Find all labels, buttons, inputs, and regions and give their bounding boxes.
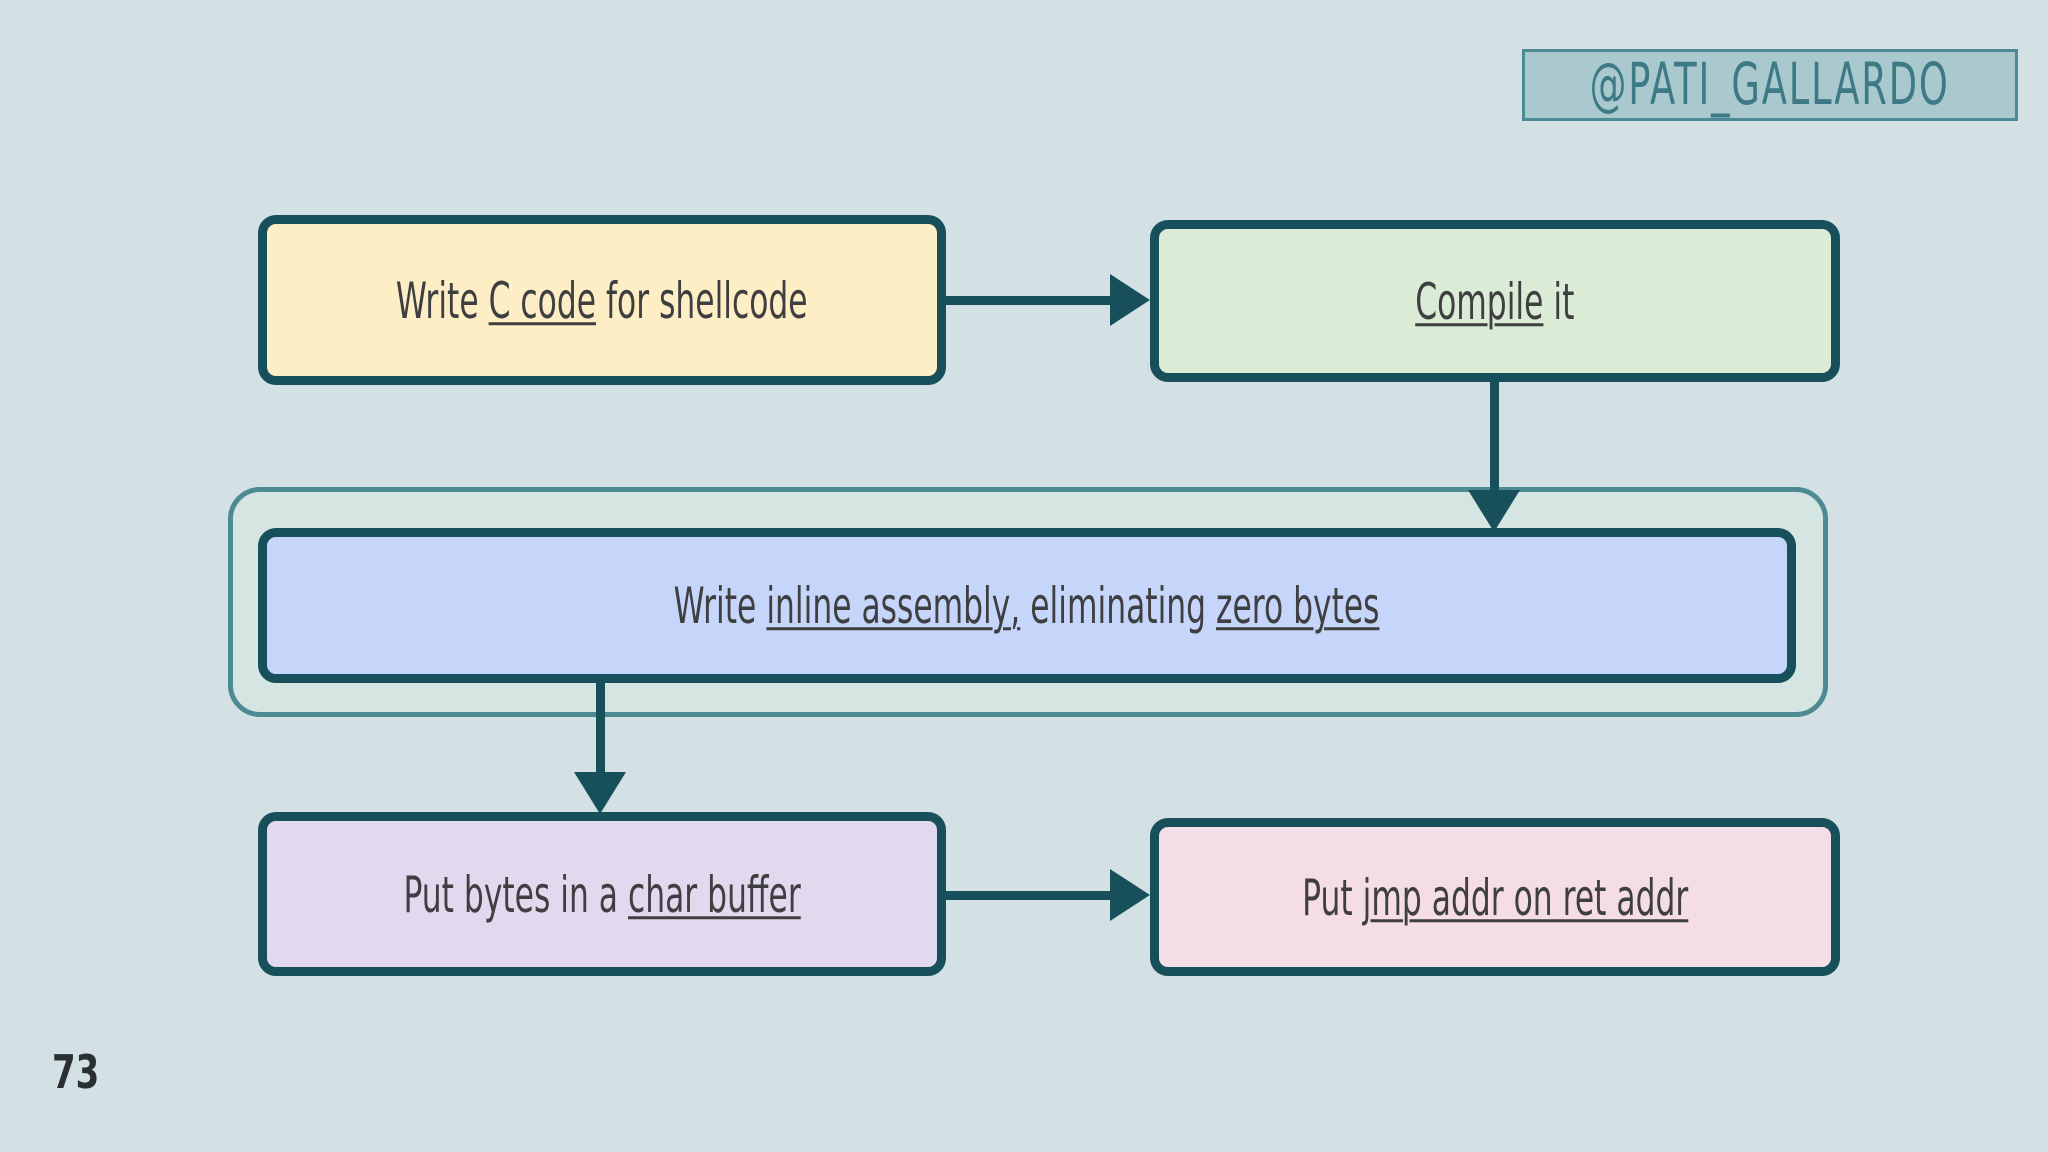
arrow-right-icon	[1110, 274, 1150, 326]
page-number: 73	[52, 1046, 100, 1100]
flow-node-c-code-label: Write C code for shellcode	[396, 270, 808, 330]
flow-node-char-buffer[interactable]: Put bytes in a char buffer	[258, 812, 946, 976]
flow-node-inline-assembly[interactable]: Write inline assembly, eliminating zero …	[258, 528, 1796, 683]
arrow-down-icon	[574, 772, 626, 814]
arrow-down-icon	[1468, 490, 1520, 532]
connector-char-buffer-to-jmp-addr-line	[946, 891, 1112, 900]
flow-node-jmp-addr[interactable]: Put jmp addr on ret addr	[1150, 818, 1840, 976]
arrow-right-icon	[1110, 869, 1150, 921]
connector-inline-assembly-to-char-buffer-line	[596, 683, 605, 783]
flow-node-c-code[interactable]: Write C code for shellcode	[258, 215, 946, 385]
flow-node-compile[interactable]: Compile it	[1150, 220, 1840, 382]
flow-node-inline-assembly-label: Write inline assembly, eliminating zero …	[674, 576, 1380, 635]
connector-compile-to-inline-assembly-line	[1490, 382, 1499, 502]
flow-node-char-buffer-label: Put bytes in a char buffer	[403, 864, 801, 924]
flow-node-compile-label: Compile it	[1415, 271, 1575, 331]
flow-node-jmp-addr-label: Put jmp addr on ret addr	[1301, 867, 1689, 927]
connector-c-code-to-compile-line	[946, 296, 1112, 305]
watermark-handle: @PATI_GALLARDO	[1589, 51, 1951, 119]
watermark-badge: @PATI_GALLARDO	[1522, 49, 2018, 121]
